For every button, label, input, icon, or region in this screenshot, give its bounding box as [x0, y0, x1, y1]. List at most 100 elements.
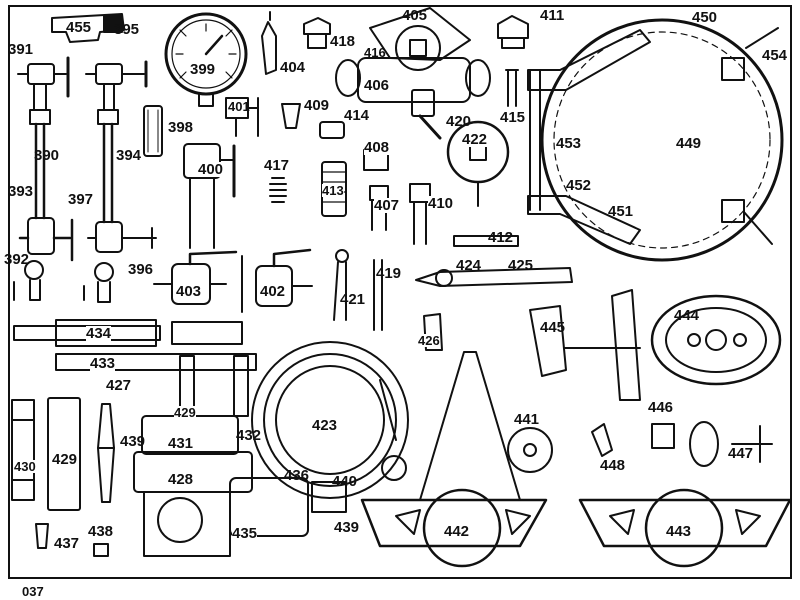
part-label-391: 391	[8, 41, 34, 58]
part-430-link	[11, 399, 35, 501]
part-label-423: 423	[312, 417, 338, 434]
part-label-438: 438	[88, 523, 114, 540]
part-409-fitting	[281, 103, 301, 129]
part-398-gauge-glass	[143, 105, 163, 157]
part-label-439-right: 439	[334, 519, 360, 536]
part-419-pin	[373, 259, 383, 331]
part-label-403: 403	[176, 283, 202, 300]
part-417-spring	[269, 177, 287, 203]
part-label-405: 405	[402, 7, 428, 24]
part-410-bolt	[409, 183, 431, 245]
part-455-drawing	[51, 13, 125, 43]
part-label-398: 398	[168, 119, 194, 136]
part-label-397: 397	[68, 191, 94, 208]
part-label-449: 449	[676, 135, 702, 152]
part-423-coil	[251, 341, 409, 499]
part-label-419: 419	[376, 265, 402, 282]
part-label-434: 434	[86, 325, 112, 342]
part-451-lower-bar	[527, 195, 641, 245]
part-444-oval-plate	[650, 294, 782, 386]
part-label-451: 451	[608, 203, 634, 220]
part-label-407: 407	[374, 197, 400, 214]
part-label-432: 432	[236, 427, 262, 444]
part-label-420: 420	[446, 113, 472, 130]
part-label-410: 410	[428, 195, 454, 212]
part-label-392: 392	[4, 251, 30, 268]
part-label-429-upper: 429	[174, 405, 196, 420]
part-394-water-column	[83, 60, 157, 303]
part-411-nut	[497, 15, 529, 49]
part-414-nut	[319, 121, 345, 139]
part-label-443: 443	[666, 523, 692, 540]
part-label-436: 436	[284, 467, 310, 484]
part-label-439-left: 439	[120, 433, 146, 450]
part-label-426: 426	[418, 333, 440, 348]
part-438-plug	[93, 543, 109, 557]
part-434-bar	[13, 319, 243, 347]
part-label-453: 453	[556, 135, 582, 152]
sheet-border	[8, 5, 792, 579]
part-label-427: 427	[106, 377, 132, 394]
part-label-401: 401	[228, 99, 250, 114]
part-label-431: 431	[168, 435, 194, 452]
part-label-448: 448	[600, 457, 626, 474]
part-label-444: 444	[674, 307, 700, 324]
part-label-415: 415	[500, 109, 526, 126]
part-label-412: 412	[488, 229, 514, 246]
part-390-water-column	[13, 56, 74, 301]
part-441-cap	[507, 427, 553, 473]
part-402-valve	[241, 248, 313, 313]
part-label-404: 404	[280, 59, 306, 76]
part-429-plate	[47, 397, 81, 511]
part-label-400: 400	[198, 161, 224, 178]
part-415-pin	[505, 69, 519, 107]
part-421-wrench	[333, 249, 349, 321]
part-453-post	[529, 69, 541, 211]
part-404-cock	[261, 11, 277, 75]
part-label-414: 414	[344, 107, 370, 124]
part-406-valve-body	[335, 7, 491, 140]
part-label-396: 396	[128, 261, 154, 278]
part-label-421: 421	[340, 291, 366, 308]
part-label-433: 433	[90, 355, 116, 372]
part-label-424: 424	[456, 257, 482, 274]
part-454-latch	[721, 27, 779, 245]
part-450-hinge-bar	[527, 29, 651, 91]
part-label-395: 395	[114, 21, 140, 38]
part-445-clamp	[529, 289, 641, 401]
part-412-rod	[453, 235, 519, 247]
part-label-393: 393	[8, 183, 34, 200]
part-label-430: 430	[14, 459, 36, 474]
part-label-446: 446	[648, 399, 674, 416]
part-label-394: 394	[116, 147, 142, 164]
part-449-door-plate	[540, 18, 784, 262]
part-label-442: 442	[444, 523, 470, 540]
part-label-454: 454	[762, 47, 788, 64]
part-401-valve	[225, 97, 259, 137]
part-428-assembly	[133, 355, 253, 557]
part-443-sector-frame	[578, 488, 792, 568]
part-label-416: 416	[364, 45, 386, 60]
part-439-tool	[97, 403, 115, 503]
part-437-plug	[35, 523, 49, 549]
part-label-447: 447	[728, 445, 754, 462]
part-label-429-lower: 429	[52, 451, 78, 468]
part-446-nut	[651, 423, 675, 449]
part-442-sector-frame	[360, 351, 548, 568]
part-label-402: 402	[260, 283, 286, 300]
part-label-441: 441	[514, 411, 540, 428]
part-label-437: 437	[54, 535, 80, 552]
part-425-handle	[415, 267, 573, 287]
part-400-fitting	[183, 143, 236, 249]
part-label-417: 417	[264, 157, 290, 174]
part-label-425: 425	[508, 257, 534, 274]
part-label-452: 452	[566, 177, 592, 194]
part-418-plug	[303, 17, 331, 49]
part-label-399: 399	[190, 61, 216, 78]
part-433-bar	[55, 353, 257, 371]
part-label-411: 411	[540, 7, 565, 24]
part-label-435: 435	[232, 525, 258, 542]
part-label-418: 418	[330, 33, 356, 50]
plate-number: 037	[22, 584, 44, 599]
